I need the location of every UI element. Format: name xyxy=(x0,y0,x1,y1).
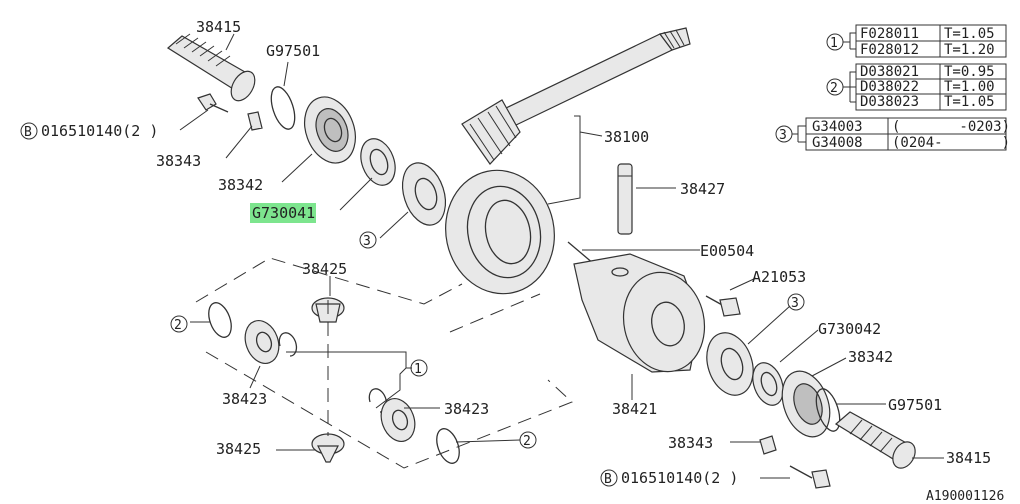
highlight-g730041 xyxy=(250,203,316,223)
callout-2-right xyxy=(519,431,537,449)
callout-2-left-text: 2 xyxy=(174,318,182,333)
label-38425-top: 38425 xyxy=(302,260,347,278)
callout-3-upper-text: 3 xyxy=(363,234,371,249)
diagram-reference: A190001126 xyxy=(926,489,1004,504)
bolt-symbol-letter-top: B xyxy=(24,125,32,140)
table-1-row2-part: F028012 xyxy=(860,42,919,58)
side-gear-lower[interactable] xyxy=(311,433,345,463)
label-38425-bottom: 38425 xyxy=(216,440,261,458)
table-1-marker: 1 xyxy=(830,36,838,51)
label-38343-top: 38343 xyxy=(156,152,201,170)
label-38415-bottom: 38415 xyxy=(946,449,991,467)
bolt-lower[interactable] xyxy=(789,465,831,489)
table-3-marker: 3 xyxy=(779,128,787,143)
label-38421: 38421 xyxy=(612,400,657,418)
oil-seal-ring-upper[interactable] xyxy=(267,84,300,132)
axle-shaft-upper[interactable] xyxy=(166,33,260,105)
table-3-row1-value: ( -0203) xyxy=(892,119,1010,135)
table-3-row2-part: G34008 xyxy=(812,135,863,151)
table-1-row1-value: T=1.05 xyxy=(944,26,995,42)
table-3: 3 G34003 ( -0203) G34008 (0204- ) xyxy=(775,117,1010,151)
label-38342-bottom: 38342 xyxy=(848,348,893,366)
table-2: 2 D038021 T=0.95 D038022 T=1.00 D038023 … xyxy=(826,63,1007,111)
callout-2-left xyxy=(170,315,188,333)
snap-ring-left[interactable] xyxy=(278,332,298,357)
label-38427: 38427 xyxy=(680,180,725,198)
washer-right[interactable] xyxy=(432,426,463,467)
table-2-row3-value: T=1.05 xyxy=(944,94,995,110)
ring-gear[interactable] xyxy=(434,160,565,304)
label-g97501-top: G97501 xyxy=(266,42,320,60)
table-1: 1 F028011 T=1.05 F028012 T=1.20 xyxy=(826,24,1007,58)
label-38423-left: 38423 xyxy=(222,390,267,408)
callout-3-upper xyxy=(359,231,377,249)
callout-2-right-text: 2 xyxy=(523,434,531,449)
lock-plate-lower[interactable] xyxy=(759,435,777,455)
drive-pinion-shaft[interactable] xyxy=(461,27,691,165)
bearing-holder-upper[interactable] xyxy=(296,90,364,170)
callout-1-middle-text: 1 xyxy=(414,362,422,377)
label-bolt-top: 016510140(2 ) xyxy=(41,122,158,140)
table-2-row2-part: D038022 xyxy=(860,79,919,95)
shim-lower[interactable] xyxy=(699,327,761,401)
bearing-g730041[interactable] xyxy=(355,134,401,190)
label-g97501-bottom: G97501 xyxy=(888,396,942,414)
leader-lines xyxy=(179,33,944,479)
table-3-row2-value: (0204- ) xyxy=(892,135,1010,151)
callout-1-middle xyxy=(410,359,428,377)
callout-3-lower-text: 3 xyxy=(791,296,799,311)
label-bolt-bottom: 016510140(2 ) xyxy=(621,469,738,487)
table-2-row1-value: T=0.95 xyxy=(944,64,995,80)
bolt-symbol-top xyxy=(20,122,38,140)
bearing-holder-lower[interactable] xyxy=(774,365,839,444)
shim-upper[interactable] xyxy=(395,157,453,230)
label-38342-top: 38342 xyxy=(218,176,263,194)
bolt-symbol-letter-bottom: B xyxy=(604,472,612,487)
callout-3-lower xyxy=(787,293,805,311)
assembly-dashed-lines xyxy=(195,257,573,469)
label-g730041[interactable]: G730041 xyxy=(252,204,315,222)
label-38415-top: 38415 xyxy=(196,18,241,36)
table-3-row1-part: G34003 xyxy=(812,119,863,135)
label-g730042: G730042 xyxy=(818,320,881,338)
washer-left[interactable] xyxy=(204,300,235,341)
table-2-row1-part: D038021 xyxy=(860,64,919,80)
lock-pin[interactable] xyxy=(567,241,595,265)
table-2-marker: 2 xyxy=(830,81,838,96)
pinion-shaft-pin[interactable] xyxy=(617,163,633,235)
table-2-row2-value: T=1.00 xyxy=(944,79,995,95)
oil-seal-ring-lower[interactable] xyxy=(812,386,845,434)
axle-shaft-lower[interactable] xyxy=(834,411,920,472)
case-bolt[interactable] xyxy=(705,295,741,317)
bolt-upper[interactable] xyxy=(197,93,229,113)
pinion-gear-left[interactable] xyxy=(239,316,284,368)
lock-plate-upper[interactable] xyxy=(247,111,263,131)
bolt-symbol-bottom xyxy=(600,469,618,487)
label-e00504: E00504 xyxy=(700,242,754,260)
label-38100: 38100 xyxy=(604,128,649,146)
label-a21053: A21053 xyxy=(752,268,806,286)
table-2-row3-part: D038023 xyxy=(860,94,919,110)
pinion-gear-right[interactable] xyxy=(375,394,420,446)
bearing-g730042[interactable] xyxy=(747,359,788,410)
differential-case[interactable] xyxy=(573,253,714,379)
table-1-row2-value: T=1.20 xyxy=(944,42,995,58)
table-1-row1-part: F028011 xyxy=(860,26,919,42)
label-38343-bottom: 38343 xyxy=(668,434,713,452)
label-38423-right: 38423 xyxy=(444,400,489,418)
